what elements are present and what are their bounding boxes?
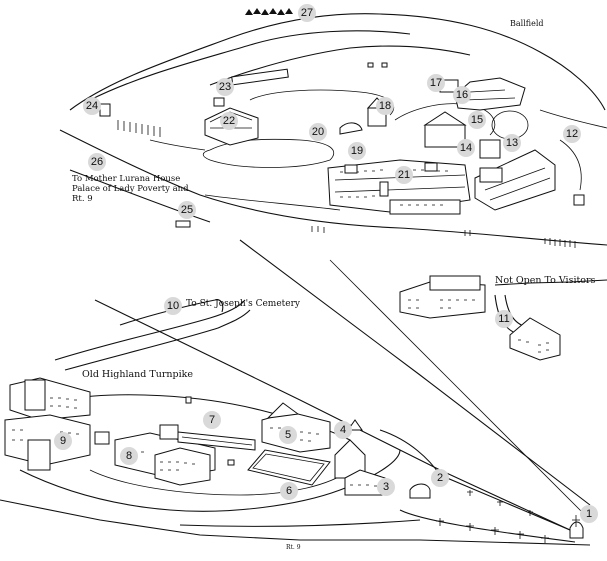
marker-25[interactable]: 25 (178, 201, 196, 219)
marker-9[interactable]: 9 (54, 432, 72, 450)
svg-text:4: 4 (340, 424, 346, 436)
marker-26[interactable]: 26 (88, 153, 106, 171)
svg-text:13: 13 (506, 137, 518, 149)
lady-poverty-label: Palace of Lady Poverty and (72, 184, 189, 194)
marker-27[interactable]: 27 (298, 4, 316, 22)
marker-20[interactable]: 20 (309, 123, 327, 141)
main-building (327, 159, 471, 215)
marker-13[interactable]: 13 (503, 134, 521, 152)
svg-text:27: 27 (301, 7, 313, 19)
marker-8[interactable]: 8 (120, 447, 138, 465)
north-buildings (99, 8, 585, 228)
marker-3[interactable]: 3 (377, 478, 395, 496)
svg-text:5: 5 (285, 429, 291, 441)
marker-12[interactable]: 12 (563, 125, 581, 143)
marker-2[interactable]: 2 (431, 469, 449, 487)
svg-text:22: 22 (223, 115, 235, 127)
svg-text:16: 16 (456, 89, 468, 101)
svg-text:2: 2 (437, 472, 443, 484)
svg-text:6: 6 (286, 485, 292, 497)
svg-text:3: 3 (383, 481, 389, 493)
marker-16[interactable]: 16 (453, 86, 471, 104)
old-highland-label: Old Highland Turnpike (82, 369, 193, 380)
svg-text:9: 9 (60, 435, 66, 447)
svg-text:17: 17 (430, 77, 442, 89)
svg-text:18: 18 (379, 100, 391, 112)
svg-text:25: 25 (181, 204, 193, 216)
ballfield-label: Ballfield (510, 19, 544, 28)
marker-17[interactable]: 17 (427, 74, 445, 92)
svg-text:8: 8 (126, 450, 132, 462)
trees-cluster (245, 8, 293, 15)
marker-4[interactable]: 4 (334, 421, 352, 439)
mother-lurana-label: To Mother Lurana House (72, 174, 180, 184)
st-joseph-label: To St. Joseph's Cemetery (186, 299, 301, 309)
svg-text:26: 26 (91, 156, 103, 168)
building-not-open (399, 275, 486, 319)
not-open-label: Not Open To Visitors (495, 275, 596, 286)
north-roads (59, 13, 607, 248)
route-9-south-label: Rt. 9 (286, 544, 301, 551)
svg-text:23: 23 (219, 81, 231, 93)
marker-6[interactable]: 6 (280, 482, 298, 500)
marker-11[interactable]: 11 (495, 310, 513, 328)
svg-text:1: 1 (586, 508, 592, 520)
marker-15[interactable]: 15 (468, 111, 486, 129)
svg-text:11: 11 (498, 313, 509, 325)
marker-5[interactable]: 5 (279, 426, 297, 444)
marker-18[interactable]: 18 (376, 97, 394, 115)
marker-1[interactable]: 1 (580, 505, 598, 523)
marker-24[interactable]: 24 (83, 97, 101, 115)
building-8 (114, 424, 216, 486)
svg-text:7: 7 (209, 414, 215, 426)
marker-7[interactable]: 7 (203, 411, 221, 429)
svg-text:20: 20 (312, 126, 324, 138)
marker-14[interactable]: 14 (457, 139, 475, 157)
building-11 (509, 317, 561, 361)
marker-23[interactable]: 23 (216, 78, 234, 96)
svg-text:14: 14 (460, 142, 472, 154)
marker-19[interactable]: 19 (348, 142, 366, 160)
svg-text:24: 24 (86, 100, 98, 112)
svg-text:21: 21 (398, 169, 410, 181)
marker-22[interactable]: 22 (220, 112, 238, 130)
south-buildings (4, 275, 584, 539)
building-9 (4, 377, 110, 471)
svg-text:19: 19 (351, 145, 363, 157)
route-9-north-label: Rt. 9 (72, 194, 93, 204)
marker-21[interactable]: 21 (395, 166, 413, 184)
marker-10[interactable]: 10 (164, 297, 182, 315)
svg-text:12: 12 (566, 128, 578, 140)
svg-text:15: 15 (471, 114, 483, 126)
svg-text:10: 10 (167, 300, 179, 312)
